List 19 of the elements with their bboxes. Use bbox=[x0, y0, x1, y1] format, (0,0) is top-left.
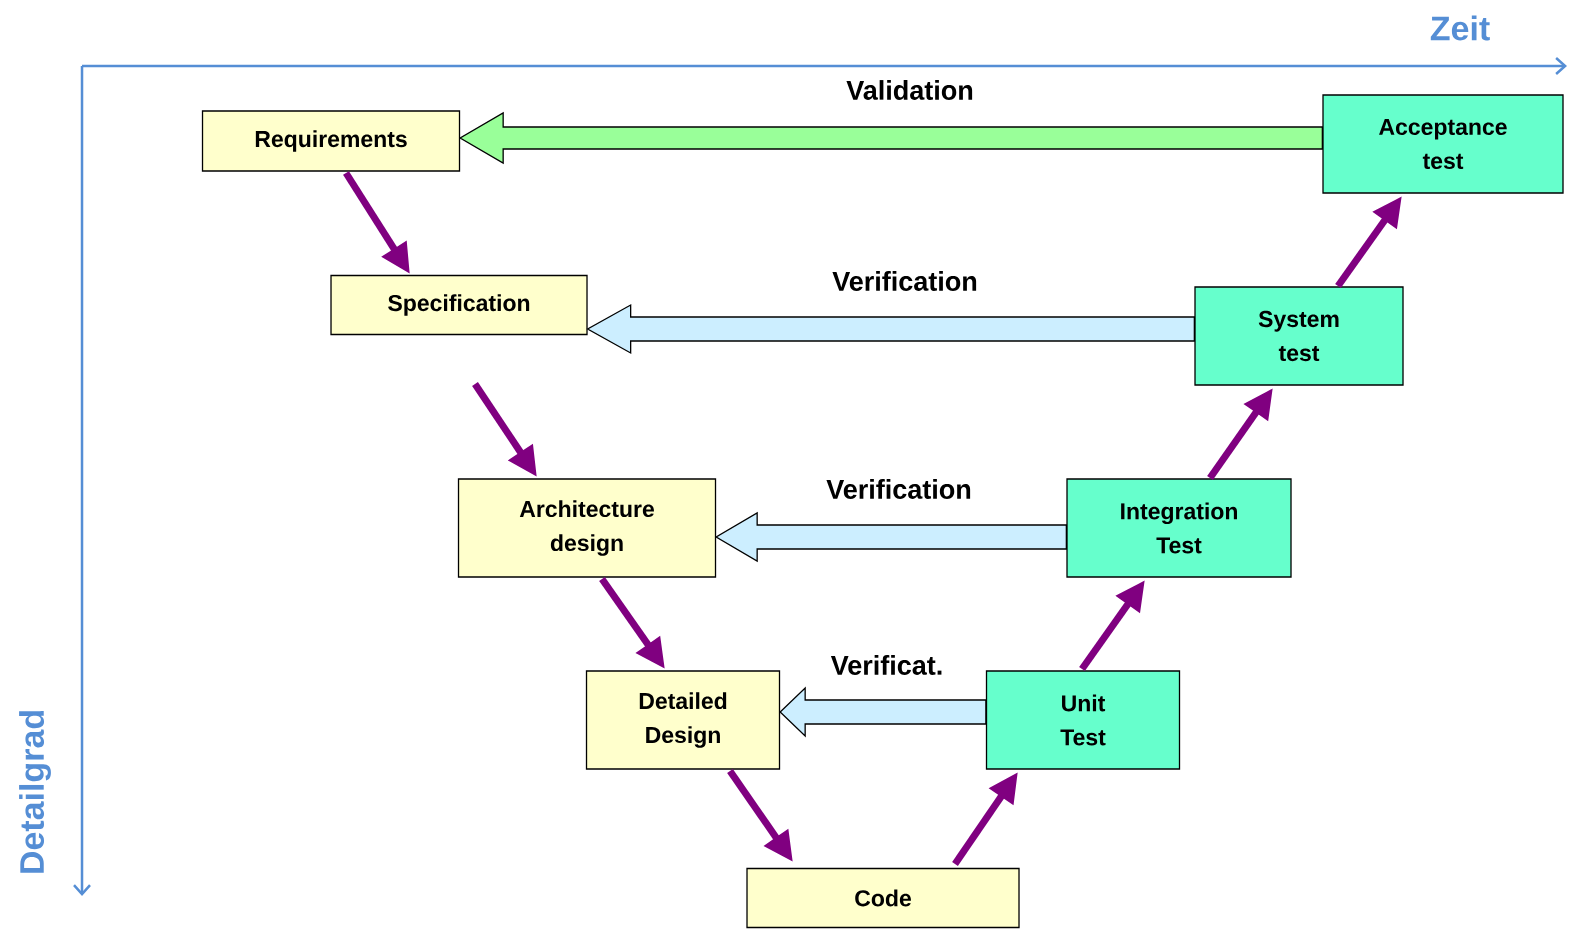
process-box: Unit Test bbox=[985, 670, 1181, 770]
edge-label: Verificat. bbox=[830, 655, 942, 675]
edge-label: Verification bbox=[826, 479, 971, 499]
axis-label: Detailgrad bbox=[19, 711, 51, 873]
process-box: Acceptance test bbox=[1322, 94, 1564, 194]
process-box: Architecture design bbox=[457, 478, 717, 578]
process-box: System test bbox=[1194, 286, 1404, 386]
process-box: Detailed Design bbox=[585, 670, 781, 770]
block-arrow bbox=[458, 111, 1323, 165]
process-box: Integration Test bbox=[1066, 478, 1292, 578]
block-arrow bbox=[779, 686, 987, 738]
edge-label: Validation bbox=[846, 80, 973, 100]
block-arrow bbox=[586, 303, 1195, 355]
edge-label: Verification bbox=[832, 271, 977, 291]
block-arrow bbox=[714, 511, 1067, 563]
process-box: Specification bbox=[330, 274, 588, 336]
axis-label: Zeit bbox=[1430, 15, 1490, 41]
process-box: Requirements bbox=[201, 110, 461, 172]
process-box: Code bbox=[746, 867, 1020, 929]
